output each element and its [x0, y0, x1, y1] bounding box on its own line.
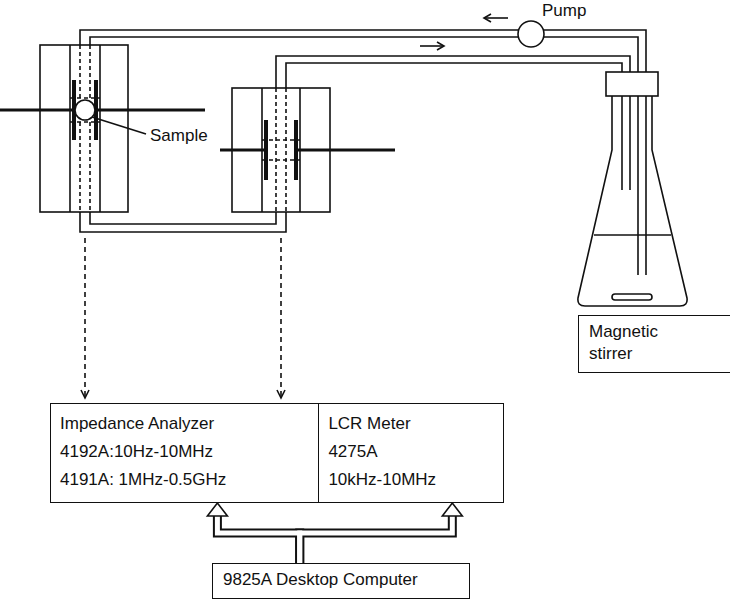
tubing	[80, 30, 646, 275]
instrument-box: Impedance Analyzer4192A:10Hz-10MHz4191A:…	[50, 403, 320, 503]
computer-text: 9825A Desktop Computer	[223, 569, 418, 591]
instrument-text: Impedance Analyzer	[60, 410, 226, 438]
signal-arrowhead	[81, 390, 285, 398]
part-label: Sample	[150, 126, 208, 146]
stirrer-text: Magnetic stirrer	[589, 321, 689, 365]
flow-arrow	[420, 14, 508, 50]
stirrer-box: Magnetic stirrer	[578, 315, 730, 373]
reference-cell	[220, 88, 395, 212]
instrument-text: 10kHz-10MHz	[328, 466, 436, 494]
arrowhead	[207, 503, 227, 516]
signal-line	[85, 238, 281, 396]
pump-symbol: Pump	[516, 0, 606, 48]
instrument-text: 4192A:10Hz-10MHz	[60, 438, 226, 466]
instrument-text: LCR Meter	[328, 410, 436, 438]
instrument-box: LCR Meter4275A10kHz-10MHz	[318, 403, 504, 503]
pump-label: Pump	[542, 0, 586, 22]
data-bus-arrow	[217, 516, 299, 563]
arrowhead	[442, 503, 462, 516]
data-bus-arrow	[300, 516, 453, 563]
instrument-text: 4275A	[328, 438, 436, 466]
pump-circle	[518, 21, 544, 47]
data-bus-arrow	[217, 516, 299, 563]
instrument-text: 4191A: 1MHz-0.5GHz	[60, 466, 226, 494]
leader-line	[92, 117, 146, 134]
flask	[578, 72, 687, 306]
computer-box: 9825A Desktop Computer	[212, 563, 470, 599]
data-bus-arrow	[300, 516, 453, 563]
